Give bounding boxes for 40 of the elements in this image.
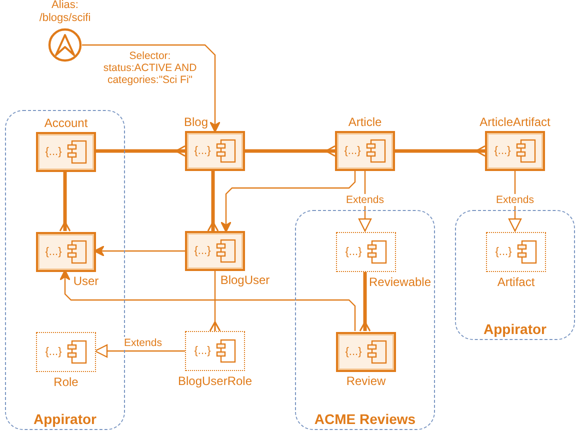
group-title: ACME Reviews bbox=[314, 411, 416, 427]
braces-text: {...} bbox=[194, 345, 211, 357]
braces-text: {...} bbox=[194, 145, 211, 157]
component-name: BlogUser bbox=[220, 273, 270, 287]
braces-text: {...} bbox=[494, 145, 511, 157]
braces-text: {...} bbox=[45, 246, 62, 258]
component-name: ArticleArtifact bbox=[480, 115, 550, 129]
braces-text: {...} bbox=[194, 245, 211, 257]
package-group bbox=[455, 210, 575, 340]
component-name: Artifact bbox=[497, 275, 535, 289]
component-name: Account bbox=[44, 116, 88, 130]
braces-text: {...} bbox=[344, 145, 361, 157]
extends-arrow bbox=[94, 344, 185, 358]
relation-line bbox=[245, 145, 336, 157]
component-name: BlogUserRole bbox=[178, 374, 252, 388]
package-group bbox=[5, 110, 125, 430]
braces-text: {...} bbox=[495, 246, 512, 258]
component-name: Blog bbox=[184, 115, 208, 129]
arrow bbox=[220, 171, 356, 232]
braces-text: {...} bbox=[345, 346, 362, 358]
component-name: Role bbox=[54, 375, 78, 389]
group-title: Appirator bbox=[484, 321, 546, 337]
component-name: Reviewable bbox=[368, 275, 432, 289]
braces-text: {...} bbox=[345, 246, 362, 258]
braces-text: {...} bbox=[45, 346, 62, 358]
group-title: Appirator bbox=[34, 411, 96, 427]
component-name: Review bbox=[346, 374, 386, 388]
package-group bbox=[295, 210, 435, 430]
arrow bbox=[60, 270, 356, 331]
component-name: User bbox=[73, 274, 99, 288]
relation-line bbox=[209, 271, 221, 332]
component-name: Article bbox=[348, 115, 382, 129]
braces-text: {...} bbox=[45, 146, 62, 158]
alias-label: Alias: /blogs/scifi bbox=[38, 0, 92, 25]
relation-line bbox=[59, 171, 71, 232]
relation-line bbox=[395, 145, 486, 157]
relation-line bbox=[207, 171, 219, 232]
extends-arrow bbox=[82, 44, 220, 132]
relation-line bbox=[95, 145, 186, 157]
relation-line bbox=[359, 271, 371, 332]
